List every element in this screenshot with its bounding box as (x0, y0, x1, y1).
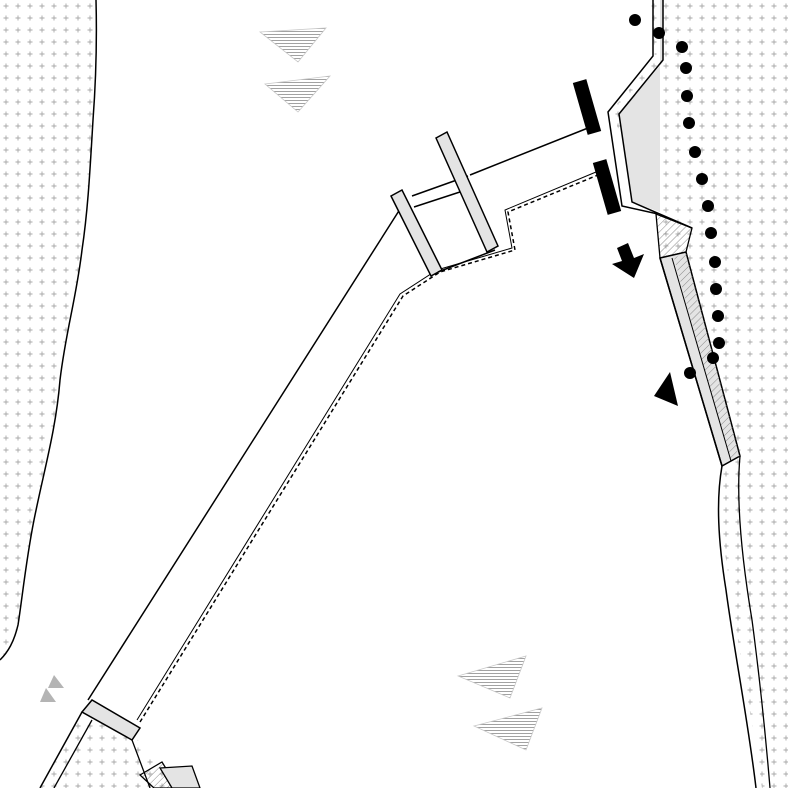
black-triangle-icon (654, 372, 678, 406)
channel (87, 127, 599, 723)
black-bar (572, 79, 602, 135)
bottom-left-pier (39, 699, 201, 788)
black-arrow-icon (612, 243, 644, 278)
land-left (0, 0, 98, 661)
black-bar (592, 159, 622, 215)
right-shore-wall (607, 0, 771, 788)
hatched-triangles (258, 27, 543, 751)
lock-structure (390, 130, 499, 278)
dot-line (629, 14, 725, 379)
small-grey-triangles (40, 675, 64, 702)
